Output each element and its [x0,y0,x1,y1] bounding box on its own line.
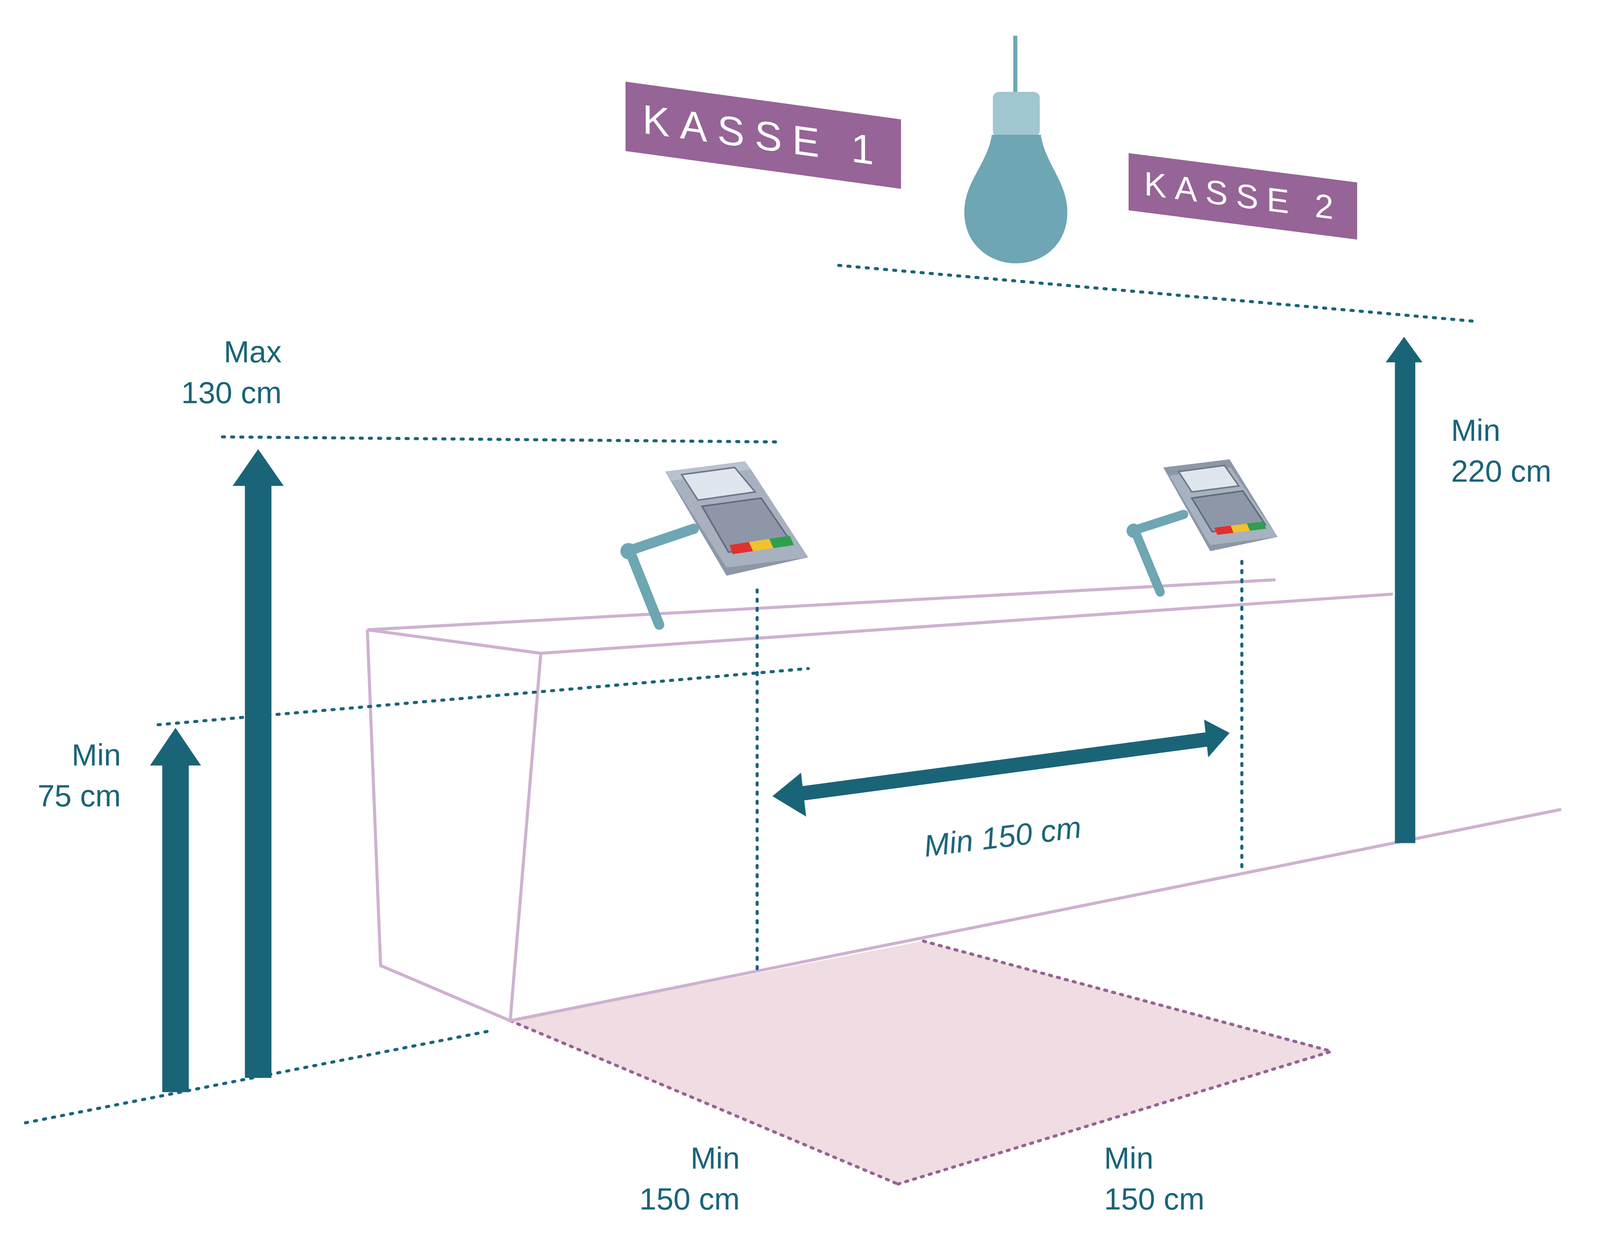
guide-line [222,436,781,442]
dimension-text: Min 220 cm [1450,413,1552,488]
cashier-sign: KASSE 2 [1128,153,1358,240]
dimension-text: Min 75 cm [37,737,121,813]
floor-area [510,940,1332,1184]
sign-text: KASSE 2 [1143,164,1342,229]
dimension-label: Min 150 cm [635,1137,740,1220]
card-terminal [620,461,809,625]
lightbulb [964,35,1068,264]
dimension-text: Max 130 cm [181,334,282,410]
counter [367,579,1562,1021]
cashier-sign: KASSE 1 [625,81,902,189]
guide-line [755,589,759,975]
dimension-text: Min 150 cm [639,1140,740,1216]
dimension-label: Min 150 cm [921,806,1084,867]
dimension-arrows [149,336,1423,1092]
card-terminal [1126,459,1278,592]
dimension-text: Min 150 cm [921,810,1083,863]
dimension-label: Min 220 cm [1450,410,1555,492]
dimension-label: Min 75 cm [33,734,121,817]
dimension-label: Max 130 cm [174,331,282,414]
dimension-label: Min 150 cm [1103,1137,1208,1220]
floor-edge [923,940,1332,1051]
guide-line [1240,561,1244,870]
guide-line [838,265,1478,322]
sign-text: KASSE 1 [642,95,885,175]
dimension-text: Min 150 cm [1103,1140,1205,1216]
